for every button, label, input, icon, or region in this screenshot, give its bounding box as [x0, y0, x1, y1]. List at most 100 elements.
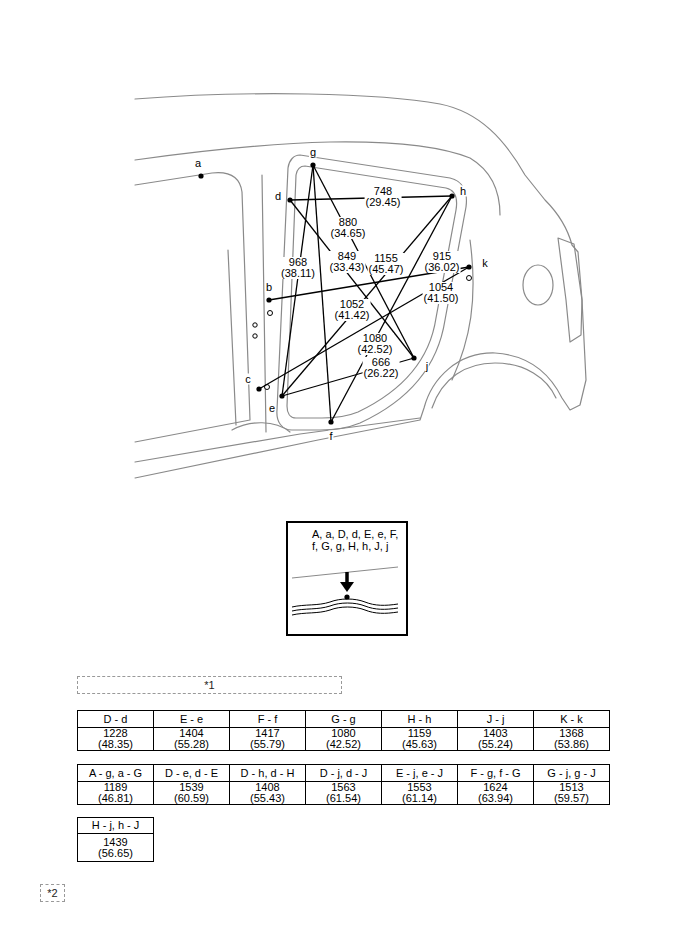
table-header: F - f — [258, 714, 278, 725]
dimension-value: 880 (34.65) — [330, 217, 367, 239]
measure-point — [328, 419, 333, 424]
measure-point — [279, 393, 284, 398]
table-cell: H - h — [381, 710, 458, 728]
table-value: 1553 (61.14) — [402, 782, 437, 804]
point-letter: k — [481, 258, 489, 269]
table-cell: J - j — [457, 710, 534, 728]
table-value: 1080 (42.52) — [326, 728, 361, 750]
table-header: H - h — [408, 714, 432, 725]
table-header: D - h, d - H — [241, 768, 295, 779]
table-value: 1439 (56.65) — [98, 837, 133, 859]
table-cell: 1189 (46.81) — [77, 781, 154, 805]
measure-point — [310, 162, 315, 167]
table-value: 1228 (48.35) — [98, 728, 133, 750]
table-header: D - j, d - J — [320, 768, 368, 779]
table-cell: 1539 (60.59) — [153, 781, 230, 805]
table-cell: 1513 (59.57) — [533, 781, 610, 805]
dimension-line — [313, 165, 414, 358]
table-cell: H - j, h - J — [77, 817, 154, 834]
table-header: F - g, f - G — [470, 768, 520, 779]
panel-profile — [292, 607, 398, 615]
measure-point — [287, 197, 292, 202]
node-text: A, a, D, d, E, e, F, f, G, g, H, h, J, j — [312, 528, 404, 552]
table-cell: 1368 (53.86) — [533, 727, 610, 751]
table-header: D - d — [104, 714, 128, 725]
table-header: K - k — [560, 714, 583, 725]
node-text: *1 — [204, 679, 214, 691]
dimension-value: 748 (29.45) — [365, 186, 402, 208]
table-cell: F - g, f - G — [457, 764, 534, 782]
measure-point — [266, 297, 271, 302]
point-letter: f — [328, 431, 333, 442]
hole — [268, 311, 273, 316]
table-cell: G - j, g - J — [533, 764, 610, 782]
table-value: 1417 (55.79) — [250, 728, 285, 750]
note-box: *1 — [77, 676, 342, 694]
measure-points — [198, 162, 471, 424]
table-cell: 1563 (61.54) — [305, 781, 382, 805]
sill-step — [232, 423, 290, 432]
table-cell: D - e, d - E — [153, 764, 230, 782]
body-outline — [135, 94, 586, 478]
table-cell: G - g — [305, 710, 382, 728]
point-letter: b — [265, 282, 273, 293]
table-header: H - j, h - J — [92, 820, 140, 831]
fuel-lid — [523, 265, 553, 305]
dimension-line — [282, 358, 414, 396]
b-pillar-line — [262, 175, 266, 432]
point-letter: d — [274, 191, 282, 202]
rear-door-opening — [277, 155, 467, 430]
dimension-line — [259, 267, 469, 389]
table-cell: E - e — [153, 710, 230, 728]
table-header: E - e — [180, 714, 203, 725]
dimension-value: 1155 (45.47) — [368, 253, 405, 275]
b-pillar-line — [228, 250, 236, 425]
table-header: D - e, d - E — [165, 768, 218, 779]
table-cell: 1159 (45.63) — [381, 727, 458, 751]
dimension-value: 1054 (41.50) — [423, 282, 460, 304]
inset-box: A, a, D, d, E, e, F, f, G, g, H, h, J, j — [286, 521, 408, 636]
point-letter: a — [194, 158, 202, 169]
dimension-value: 1080 (42.52) — [357, 333, 394, 355]
table-value: 1159 (45.63) — [402, 728, 437, 750]
table-cell: 1439 (56.65) — [77, 833, 154, 862]
measure-point — [449, 193, 454, 198]
dimension-value: 915 (36.02) — [424, 251, 461, 273]
table-value: 1563 (61.54) — [326, 782, 361, 804]
table-value: 1404 (55.28) — [174, 728, 209, 750]
table-cell: 1228 (48.35) — [77, 727, 154, 751]
rear-lamp — [558, 238, 582, 342]
point-letter: c — [244, 374, 252, 385]
table-cell: 1417 (55.79) — [229, 727, 306, 751]
dimension-value: 849 (33.43) — [329, 251, 366, 273]
table-header: G - g — [331, 714, 355, 725]
measure-point — [466, 264, 471, 269]
table-cell: K - k — [533, 710, 610, 728]
hole — [467, 276, 472, 281]
table-value: 1513 (59.57) — [554, 782, 589, 804]
node-text: *2 — [47, 887, 57, 899]
table-header: E - j, e - J — [396, 768, 443, 779]
dimension-value: 1052 (41.42) — [334, 299, 371, 321]
panel-surface-line — [292, 567, 398, 578]
table-cell: E - j, e - J — [381, 764, 458, 782]
table-cell: 1553 (61.14) — [381, 781, 458, 805]
arrow-head — [340, 582, 354, 592]
sill-line — [135, 418, 420, 462]
front-door-opening — [135, 173, 250, 442]
table-cell: A - g, a - G — [77, 764, 154, 782]
table-cell: D - h, d - H — [229, 764, 306, 782]
table-cell: 1403 (55.24) — [457, 727, 534, 751]
hole — [253, 334, 257, 338]
dimension-line — [313, 165, 331, 422]
dimension-value: 666 (26.22) — [363, 357, 400, 379]
hole — [253, 323, 257, 327]
table-header: J - j — [487, 714, 505, 725]
dimension-line — [282, 165, 313, 396]
measure-point — [411, 355, 416, 360]
body-outer-line — [135, 94, 586, 478]
measure-point — [256, 386, 261, 391]
table-cell: 1624 (63.94) — [457, 781, 534, 805]
